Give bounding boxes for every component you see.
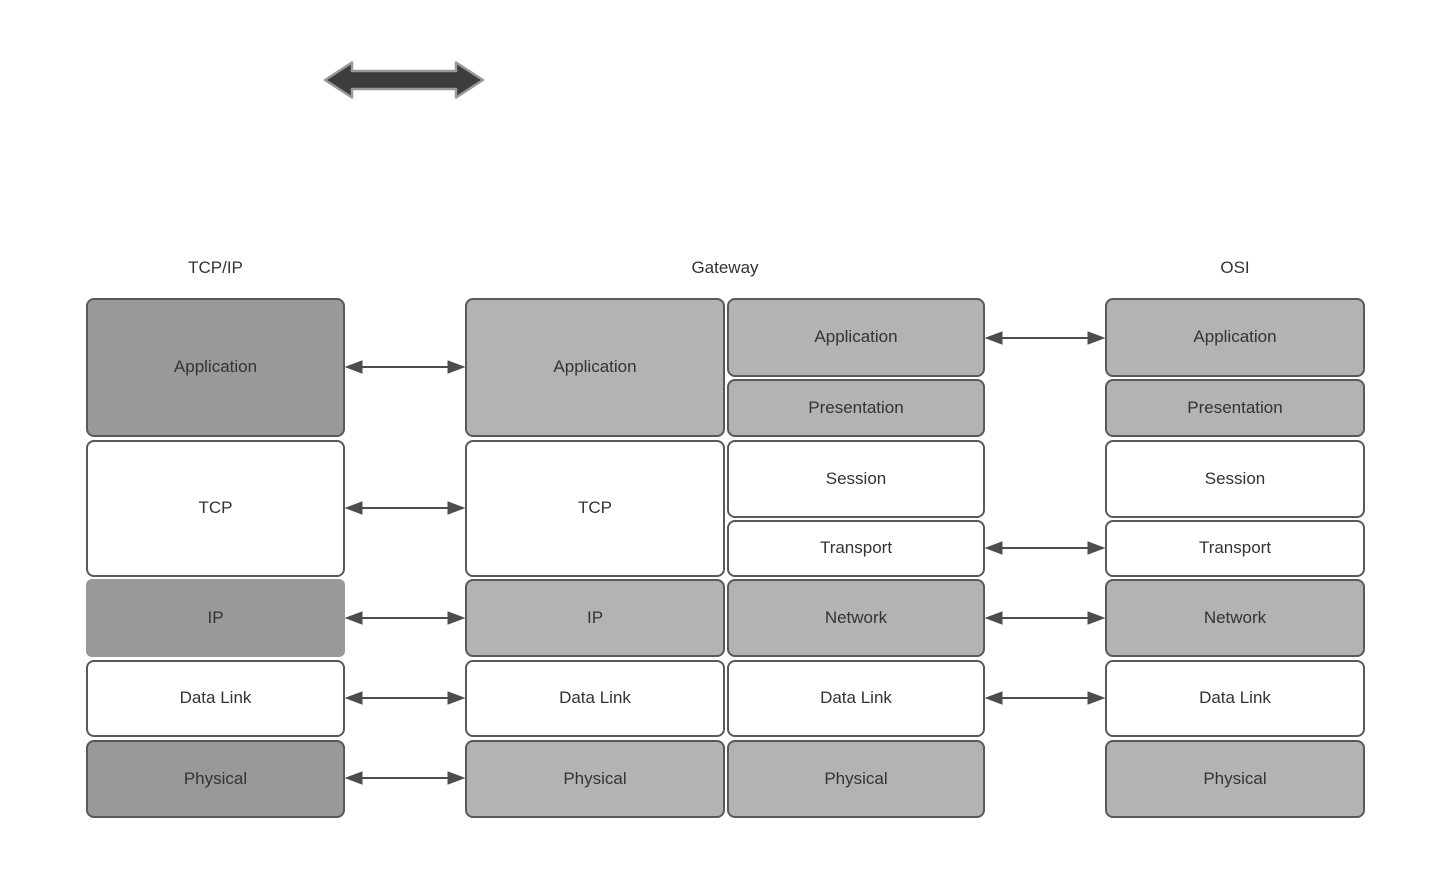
osi-layer-datalink: Data Link xyxy=(1105,660,1365,737)
stack-title-tcpip: TCP/IP xyxy=(188,258,243,277)
connector-tcpip-gateway-application xyxy=(344,360,466,374)
gateway-right-layer-transport: Transport xyxy=(727,520,985,577)
tcpip-layer-physical: Physical xyxy=(86,740,345,818)
osi-layer-session: Session xyxy=(1105,440,1365,518)
gateway-right-layer-application: Application xyxy=(727,298,985,377)
gateway-right-layer-datalink: Data Link xyxy=(727,660,985,737)
tcpip-layer-application: Application xyxy=(86,298,345,437)
osi-layer-network: Network xyxy=(1105,579,1365,657)
gateway-right-layer-network: Network xyxy=(727,579,985,657)
gateway-left-layer-tcp: TCP xyxy=(465,440,725,577)
connector-gateway-osi-network xyxy=(984,611,1106,625)
gateway-left-layer-datalink: Data Link xyxy=(465,660,725,737)
osi-layer-physical: Physical xyxy=(1105,740,1365,818)
gateway-right-layer-session: Session xyxy=(727,440,985,518)
connector-gateway-osi-transport xyxy=(984,541,1106,555)
osi-layer-presentation: Presentation xyxy=(1105,379,1365,437)
gateway-left-layer-physical: Physical xyxy=(465,740,725,818)
gateway-right-layer-presentation: Presentation xyxy=(727,379,985,437)
tcpip-layer-datalink: Data Link xyxy=(86,660,345,737)
stack-title-gateway: Gateway xyxy=(691,258,759,277)
stack-title-osi: OSI xyxy=(1220,258,1250,277)
connector-tcpip-gateway-ip xyxy=(344,611,466,625)
gateway-right-layer-physical: Physical xyxy=(727,740,985,818)
gateway-left-layer-application: Application xyxy=(465,298,725,437)
connector-gateway-osi-application xyxy=(984,331,1106,345)
connector-gateway-osi-datalink xyxy=(984,691,1106,705)
connector-tcpip-gateway-datalink xyxy=(344,691,466,705)
osi-layer-application: Application xyxy=(1105,298,1365,377)
tcpip-layer-ip: IP xyxy=(86,579,345,657)
osi-layer-transport: Transport xyxy=(1105,520,1365,577)
connector-tcpip-gateway-tcp xyxy=(344,501,466,515)
tcpip-layer-tcp: TCP xyxy=(86,440,345,577)
gateway-left-layer-ip: IP xyxy=(465,579,725,657)
connector-tcpip-gateway-physical xyxy=(344,771,466,785)
horizontal-double-arrow-icon xyxy=(323,61,485,99)
